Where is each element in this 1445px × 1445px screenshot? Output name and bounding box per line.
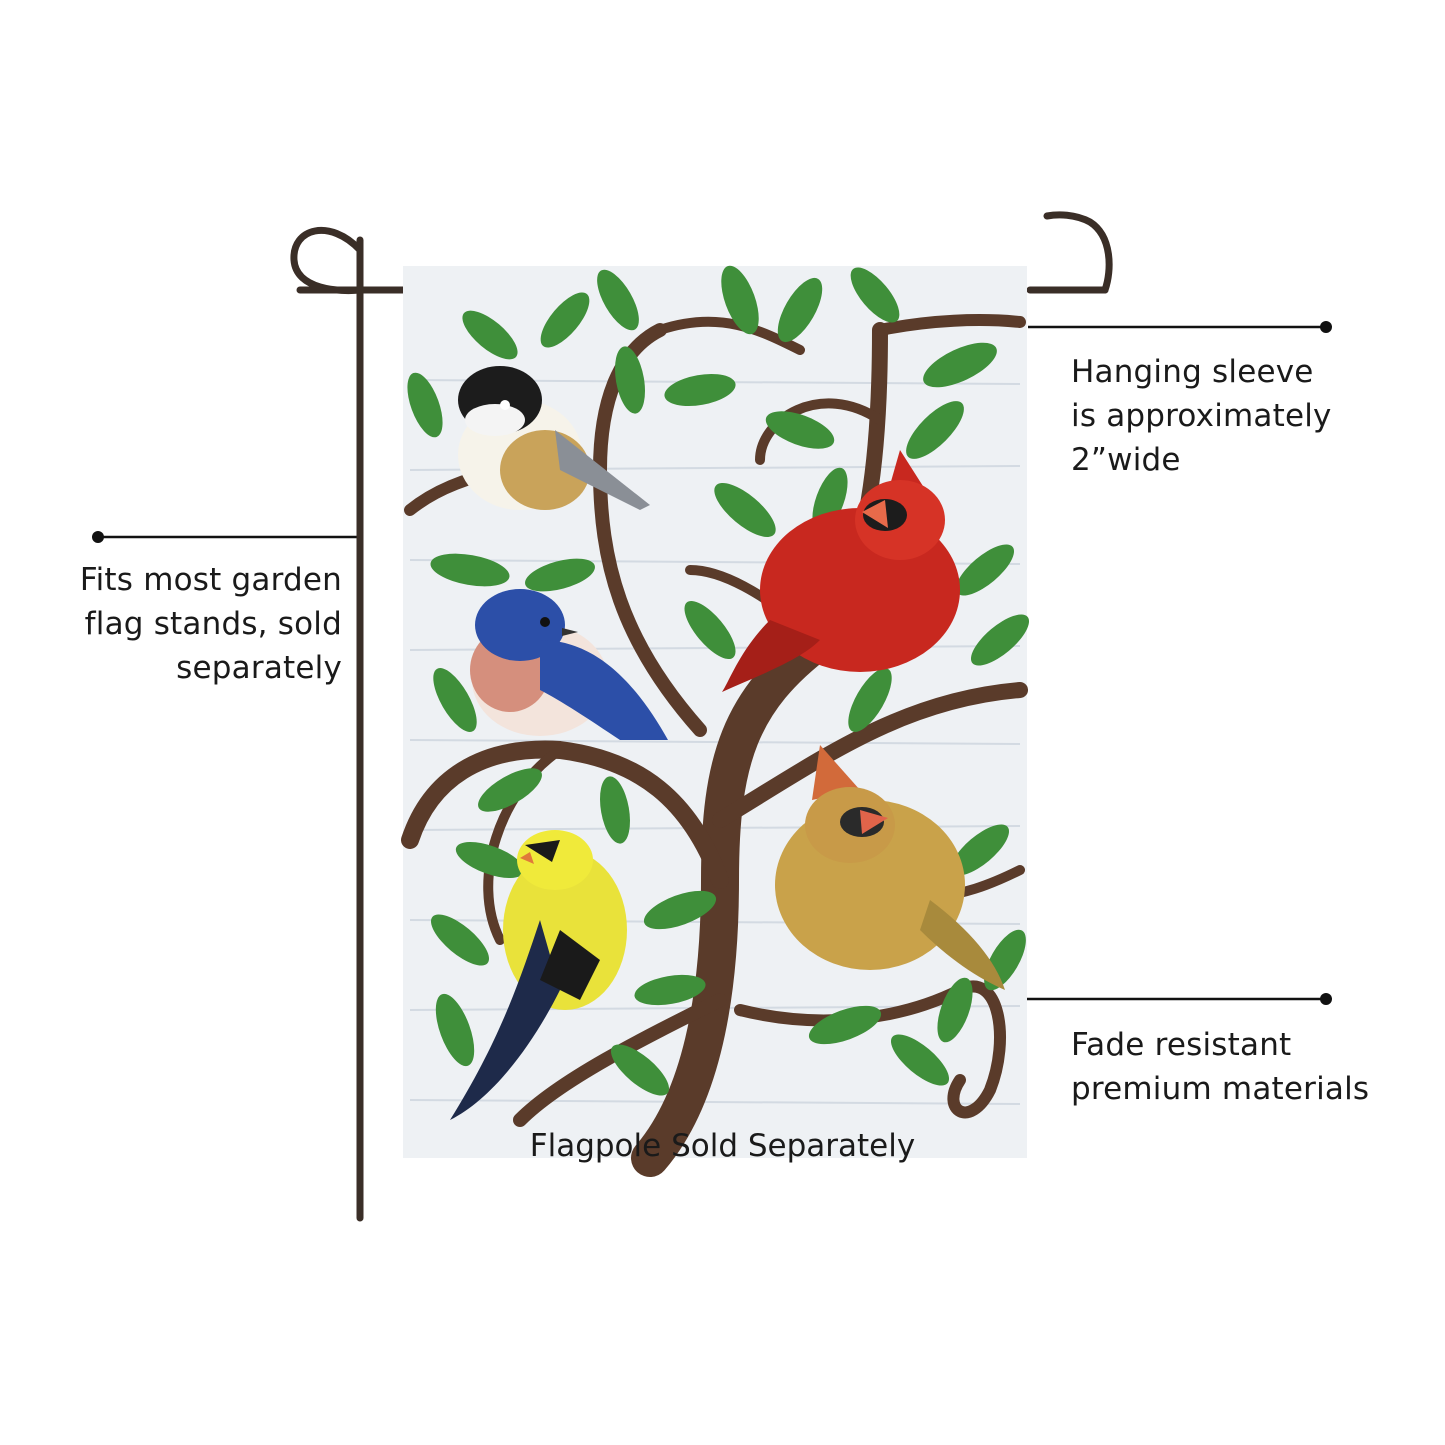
goldfinch-bird [450,830,627,1120]
callout-sleeve-line-1: Hanging sleeve [1071,354,1314,390]
sleeve-callout-dot [1320,321,1332,333]
callout-fade-line-1: Fade resistant [1071,1027,1292,1063]
callout-fits-stands: Fits most garden flag stands, sold separ… [42,558,342,690]
chickadee-bird [458,366,650,510]
leaves [407,265,1030,1096]
fade-callout-dot [1320,993,1332,1005]
left-callout-dot [92,531,104,543]
stand-hook-right [1043,211,1113,294]
callout-sleeve-line-2: is approximately [1071,398,1332,434]
footer-caption: Flagpole Sold Separately [529,1128,916,1164]
callout-hanging-sleeve: Hanging sleeve is approximately 2”wide [1071,350,1391,482]
callout-fade-line-2: premium materials [1071,1071,1370,1107]
callout-fade-resistant: Fade resistant premium materials [1071,1023,1411,1111]
stand-hook-left [290,227,364,295]
flag-stand [290,211,1113,1222]
callout-left-line-3: separately [176,650,342,686]
callout-left-line-1: Fits most garden [79,562,342,598]
garden-flag [401,265,1030,1177]
callout-sleeve-line-3: 2”wide [1071,442,1181,478]
male-cardinal-bird [722,450,960,692]
bluebird-bird [470,589,668,740]
callout-lines [98,325,1326,1001]
callout-left-line-2: flag stands, sold [84,606,342,642]
female-cardinal-bird [775,745,1005,990]
tree-branches [401,314,1028,1177]
